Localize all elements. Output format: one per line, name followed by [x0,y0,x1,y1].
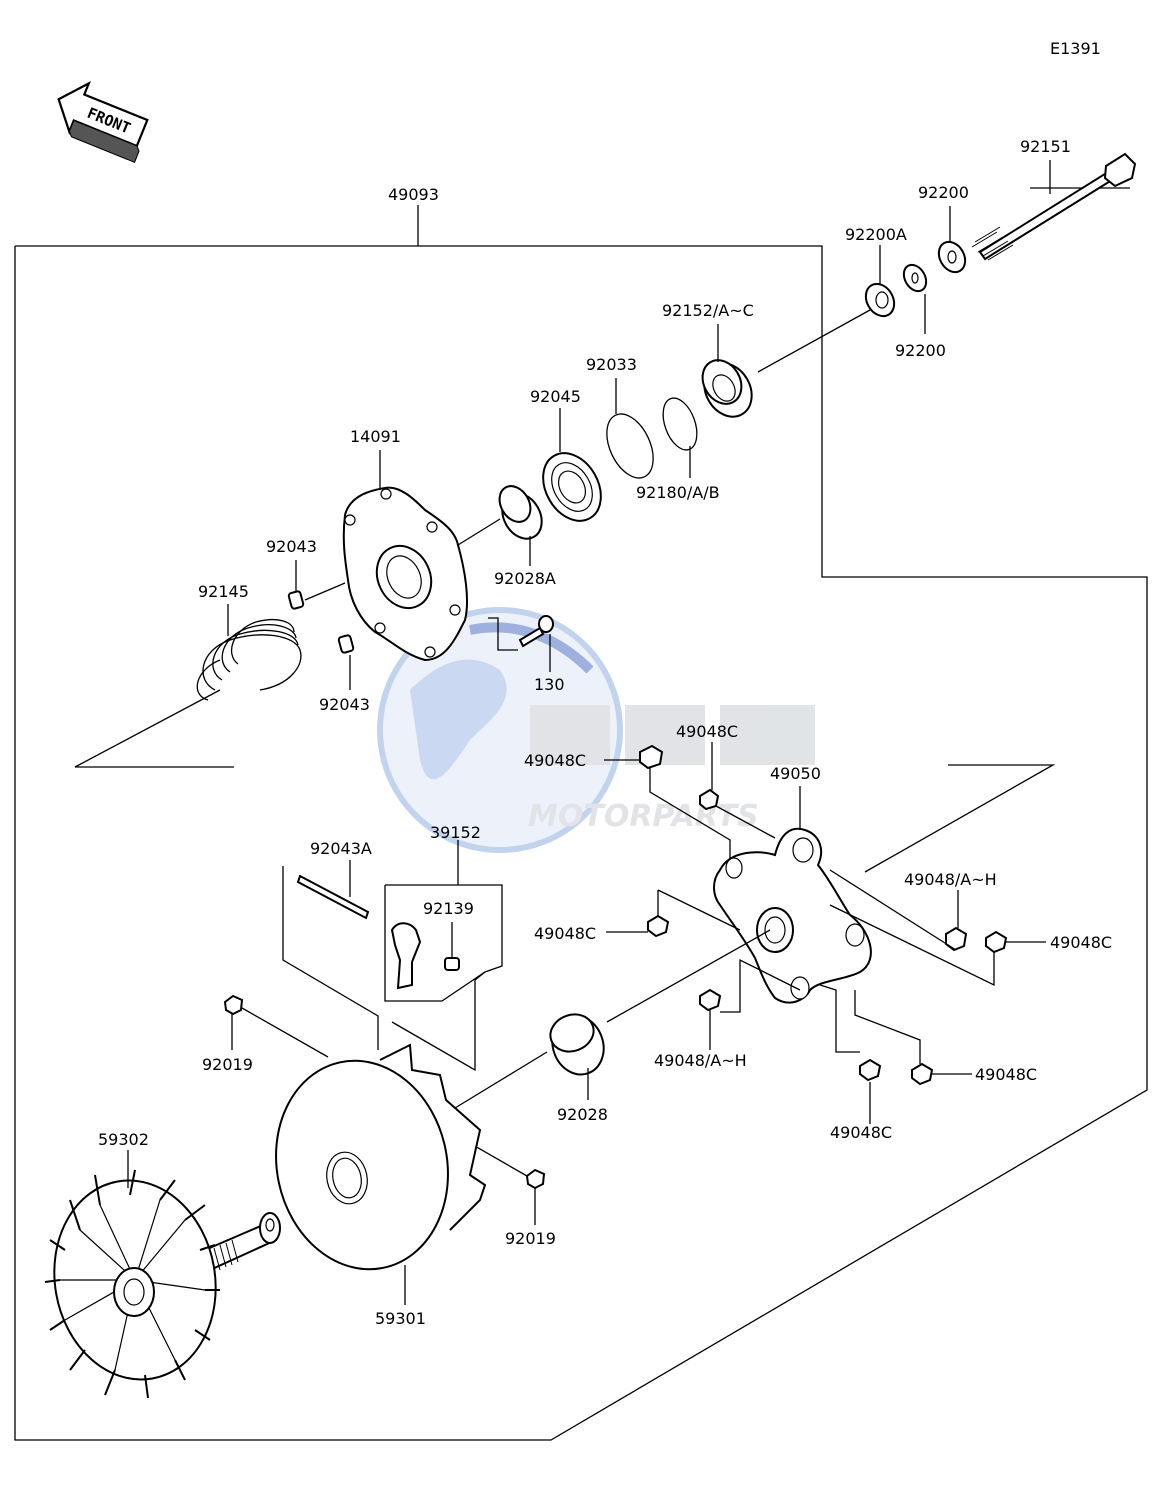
label-49048AH-right: 49048/A~H [904,870,997,889]
label-130: 130 [534,675,565,694]
label-59301: 59301 [375,1309,426,1328]
label-49048C-left: 49048C [524,751,586,770]
label-49048C-mid: 49048C [534,924,596,943]
assembly-frame [14,245,1148,1441]
label-59302: 59302 [98,1130,149,1149]
nut-49048AH-right [945,926,968,952]
label-92019-bottom: 92019 [505,1229,556,1248]
diagram-code: E1391 [1050,39,1101,58]
label-92152: 92152/A~C [662,301,754,320]
label-92200-bottom: 92200 [895,341,946,360]
label-92200A: 92200A [845,225,907,244]
label-49050: 49050 [770,764,821,783]
label-49048C-right: 49048C [1050,933,1112,952]
nut-49048C-a [639,744,664,770]
label-92043A: 92043A [310,839,372,858]
label-92043-top: 92043 [266,537,317,556]
bolt-92151 [971,152,1137,261]
label-49048C-top: 49048C [676,722,738,741]
label-92045: 92045 [530,387,581,406]
nut-49048C-f [911,1062,934,1086]
nut-49048C-c [647,914,670,938]
label-49048AH-bottom: 49048/A~H [654,1051,747,1070]
label-92019-left: 92019 [202,1055,253,1074]
label-14091: 14091 [350,427,401,446]
label-49093: 49093 [388,185,439,204]
front-arrow-icon: FRONT [57,81,149,163]
nut-49048C-d [985,930,1008,954]
label-92028A: 92028A [494,569,556,588]
nut-49048C-e [859,1058,882,1082]
arm-49050 [713,786,872,1004]
pulley-59301 [275,1043,487,1305]
label-92139: 92139 [423,899,474,918]
osm-watermark: MOTORPARTS [377,607,815,853]
label-92033: 92033 [586,355,637,374]
label-49048C-bottom: 49048C [830,1123,892,1142]
nut-92019-bottom [525,1168,546,1190]
label-39152: 39152 [430,823,481,842]
label-92180: 92180/A/B [636,483,720,502]
bolt-130 [488,615,554,672]
label-92028: 92028 [557,1105,608,1124]
label-92151: 92151 [1020,137,1071,156]
nut-92019-left [223,994,244,1016]
nut-49048C-b [699,788,720,811]
label-92145: 92145 [198,582,249,601]
label-92200-top: 92200 [918,183,969,202]
label-49048C-br: 49048C [975,1065,1037,1084]
spring-92145 [196,604,302,701]
label-92043-bottom: 92043 [319,695,370,714]
watermark-subtitle: MOTORPARTS [528,799,759,834]
nut-49048AH-bottom [699,988,722,1012]
spider-14091 [342,450,468,662]
clutch-59302 [44,1150,281,1399]
